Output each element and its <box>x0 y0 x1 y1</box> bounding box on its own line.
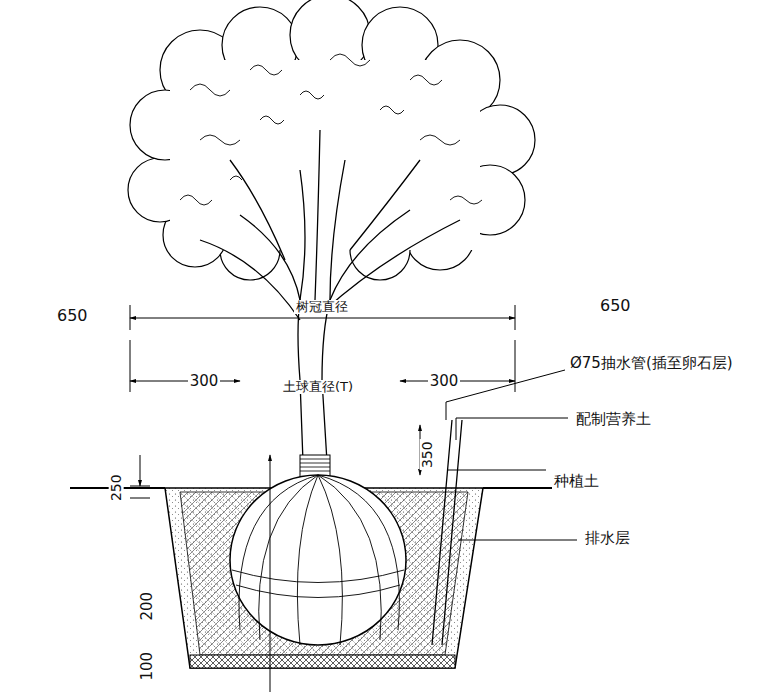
dimension-value: 250 <box>108 473 123 504</box>
dimension-name: 树冠直径 <box>294 300 350 314</box>
leader-line <box>446 370 577 540</box>
tree-crown <box>128 0 535 280</box>
dimension-value: 300 <box>428 373 461 390</box>
gravel-layer <box>190 655 455 668</box>
dimension-value: 650 <box>55 307 90 325</box>
trunk-wrap <box>300 455 330 477</box>
trunk-wrap <box>300 459 330 471</box>
drain-pipe <box>432 420 462 645</box>
tree-trunk <box>200 130 460 462</box>
callout-text: 种植土 <box>552 473 601 490</box>
dimension-value: 200 <box>139 590 156 623</box>
dimension-value: 650 <box>598 297 633 315</box>
callout-text: 配制营养土 <box>574 411 653 428</box>
dimension-value: 300 <box>188 373 221 390</box>
root-ball-rope <box>232 475 404 645</box>
dimension-value: 100 <box>139 650 156 683</box>
root-ball <box>230 475 406 645</box>
dimension-value: 350 <box>419 440 434 471</box>
dimension-name: 土球直径(T) <box>281 380 355 394</box>
dimension-line <box>130 305 515 692</box>
foliage-texture <box>180 54 482 205</box>
callout-text: 排水层 <box>583 530 632 547</box>
callout-text: Ø75抽水管(插至卵石层) <box>568 355 735 372</box>
